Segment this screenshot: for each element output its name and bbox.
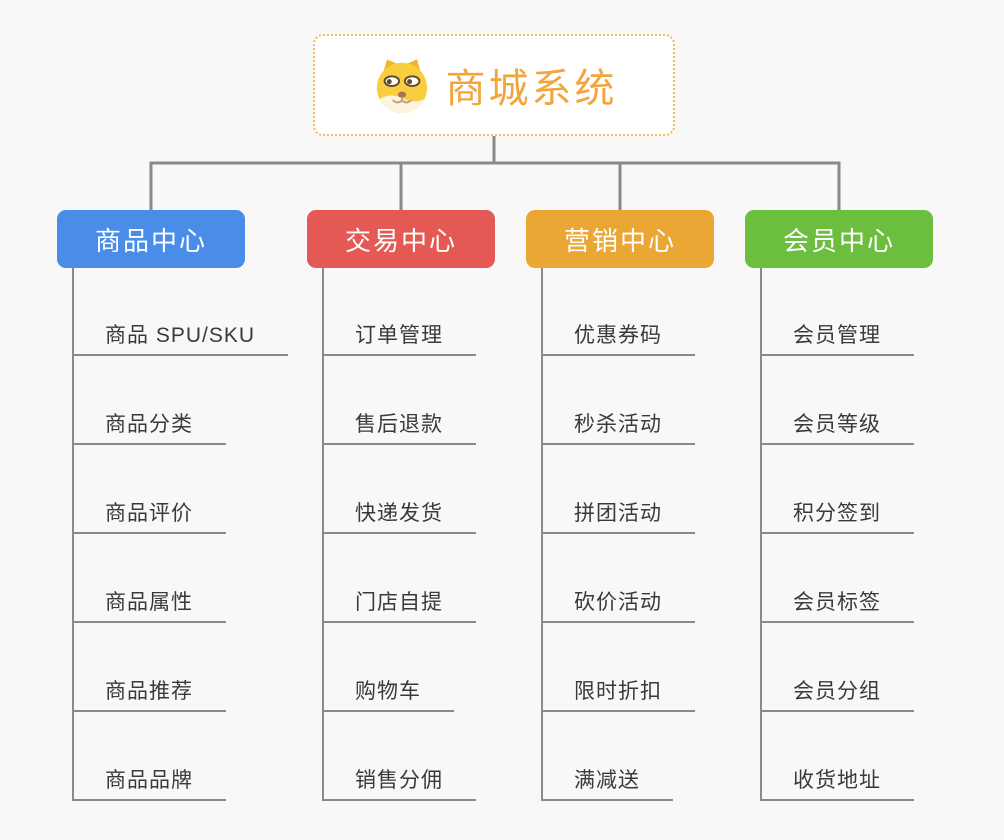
mindmap-node[interactable]: 秒杀活动 <box>543 408 695 445</box>
mindmap-node[interactable]: 商品分类 <box>74 408 226 445</box>
branch-marketing-center: 营销中心 优惠券码 秒杀活动 拼团活动 砍价活动 限时折扣 满减送 <box>526 210 776 801</box>
branch-items-trade-center: 订单管理 售后退款 快递发货 门店自提 购物车 销售分佣 <box>322 268 557 801</box>
mindmap-node-row: 拼团活动 <box>543 445 776 534</box>
mindmap-node[interactable]: 满减送 <box>543 764 673 801</box>
mindmap-node-row: 会员管理 <box>762 268 995 356</box>
mindmap-node[interactable]: 门店自提 <box>324 586 476 623</box>
mindmap-node-row: 限时折扣 <box>543 623 776 712</box>
mindmap-node-row: 商品分类 <box>74 356 307 445</box>
mindmap-node[interactable]: 会员标签 <box>762 586 914 623</box>
mindmap-node-row: 售后退款 <box>324 356 557 445</box>
mindmap-node-row: 会员分组 <box>762 623 995 712</box>
mindmap-node-row: 商品评价 <box>74 445 307 534</box>
mindmap-node-row: 商品推荐 <box>74 623 307 712</box>
mindmap-node[interactable]: 会员管理 <box>762 319 914 356</box>
mindmap-node-row: 销售分佣 <box>324 712 557 801</box>
mindmap-node[interactable]: 商品属性 <box>74 586 226 623</box>
mindmap-node[interactable]: 会员分组 <box>762 675 914 712</box>
mindmap-node[interactable]: 限时折扣 <box>543 675 695 712</box>
branch-items-product-center: 商品 SPU/SKU 商品分类 商品评价 商品属性 商品推荐 商品品牌 <box>72 268 307 801</box>
mindmap-node[interactable]: 拼团活动 <box>543 497 695 534</box>
mindmap-node-row: 砍价活动 <box>543 534 776 623</box>
mindmap-node-row: 商品属性 <box>74 534 307 623</box>
branch-items-member-center: 会员管理 会员等级 积分签到 会员标签 会员分组 收货地址 <box>760 268 995 801</box>
dog-face-icon <box>371 56 433 114</box>
mindmap-node-row: 购物车 <box>324 623 557 712</box>
branch-member-center: 会员中心 会员管理 会员等级 积分签到 会员标签 会员分组 收货地址 <box>745 210 995 801</box>
mindmap-node[interactable]: 砍价活动 <box>543 586 695 623</box>
mindmap-node[interactable]: 销售分佣 <box>324 764 476 801</box>
mindmap-node[interactable]: 快递发货 <box>324 497 476 534</box>
mindmap-node-row: 订单管理 <box>324 268 557 356</box>
mindmap-node[interactable]: 积分签到 <box>762 497 914 534</box>
mindmap-node-row: 优惠券码 <box>543 268 776 356</box>
branch-header-trade-center[interactable]: 交易中心 <box>307 210 495 268</box>
mindmap-node[interactable]: 商品评价 <box>74 497 226 534</box>
mindmap-node-row: 会员标签 <box>762 534 995 623</box>
mindmap-node[interactable]: 商品品牌 <box>74 764 226 801</box>
branch-product-center: 商品中心 商品 SPU/SKU 商品分类 商品评价 商品属性 商品推荐 商品品牌 <box>57 210 307 801</box>
branch-items-marketing-center: 优惠券码 秒杀活动 拼团活动 砍价活动 限时折扣 满减送 <box>541 268 776 801</box>
root-node-title: 商城系统 <box>445 67 618 111</box>
mindmap-node-row: 满减送 <box>543 712 776 801</box>
branch-header-marketing-center[interactable]: 营销中心 <box>526 210 714 268</box>
mindmap-node-row: 秒杀活动 <box>543 356 776 445</box>
mindmap-node[interactable]: 收货地址 <box>762 764 914 801</box>
mindmap-node-row: 快递发货 <box>324 445 557 534</box>
branch-header-product-center[interactable]: 商品中心 <box>57 210 245 268</box>
mindmap-node-row: 会员等级 <box>762 356 995 445</box>
mindmap-node-row: 商品 SPU/SKU <box>74 268 307 356</box>
mindmap-node-row: 积分签到 <box>762 445 995 534</box>
mindmap-node[interactable]: 商品 SPU/SKU <box>74 319 289 356</box>
mindmap-node[interactable]: 售后退款 <box>324 408 476 445</box>
mindmap-node[interactable]: 会员等级 <box>762 408 914 445</box>
mindmap-node-row: 商品品牌 <box>74 712 307 801</box>
branch-trade-center: 交易中心 订单管理 售后退款 快递发货 门店自提 购物车 销售分佣 <box>307 210 557 801</box>
mindmap-node[interactable]: 购物车 <box>324 675 454 712</box>
mindmap-node-row: 收货地址 <box>762 712 995 801</box>
mindmap-node[interactable]: 优惠券码 <box>543 319 695 356</box>
branch-header-member-center[interactable]: 会员中心 <box>745 210 933 268</box>
mindmap-node-row: 门店自提 <box>324 534 557 623</box>
mindmap-node[interactable]: 商品推荐 <box>74 675 226 712</box>
mindmap-node[interactable]: 订单管理 <box>324 319 476 356</box>
root-node-mall-system[interactable]: 商城系统 <box>313 34 675 136</box>
